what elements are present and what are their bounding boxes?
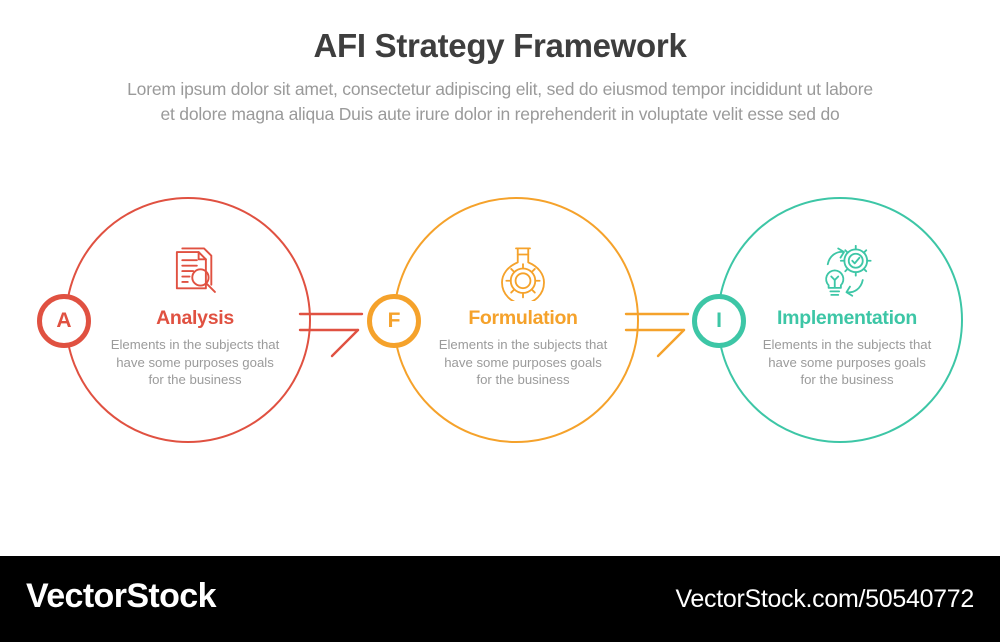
- desc-line-2: have some purposes goals: [768, 354, 926, 370]
- stage-badge-f-letter: F: [387, 309, 401, 332]
- desc-line-3: for the business: [476, 372, 570, 387]
- stage-description-implementation: Elements in the subjects that have some …: [741, 336, 953, 389]
- stage-description-formulation: Elements in the subjects that have some …: [417, 336, 629, 389]
- document-search-icon: [89, 235, 301, 301]
- vectorstock-url: VectorStock.com/50540772: [675, 585, 974, 613]
- subtitle-line-2: et dolore magna aliqua Duis aute irure d…: [160, 104, 840, 124]
- arrow-formulation-to-implementation: [622, 296, 698, 371]
- stage-circle-analysis[interactable]: Analysis Elements in the subjects that h…: [65, 197, 311, 443]
- stage-content-analysis: Analysis Elements in the subjects that h…: [89, 235, 301, 389]
- stage-badge-a[interactable]: A: [37, 294, 91, 348]
- arrow-analysis-to-formulation: [296, 296, 372, 371]
- stage-badge-f[interactable]: F: [367, 294, 421, 348]
- stage-title-analysis: Analysis: [156, 307, 234, 329]
- stage-content-formulation: Formulation Elements in the subjects tha…: [417, 235, 629, 389]
- diagram-stage: Analysis Elements in the subjects that h…: [37, 197, 963, 443]
- desc-line-1: Elements in the subjects that: [110, 337, 280, 352]
- vectorstock-logo: VectorStock: [26, 577, 217, 615]
- stage-badge-a-letter: A: [56, 309, 72, 332]
- stage-content-implementation: Implementation Elements in the subjects …: [741, 235, 953, 389]
- stage-circle-formulation[interactable]: Formulation Elements in the subjects tha…: [393, 197, 639, 443]
- stage-title-formulation: Formulation: [468, 307, 578, 329]
- desc-line-2: have some purposes goals: [444, 354, 602, 370]
- page-title: AFI Strategy Framework: [313, 27, 687, 64]
- page-subtitle: Lorem ipsum dolor sit amet, consectetur …: [0, 65, 1000, 127]
- lightbulb-gear-cycle-icon: [741, 235, 953, 301]
- stage-title-implementation: Implementation: [777, 307, 917, 329]
- desc-line-2: have some purposes goals: [116, 354, 274, 370]
- header: AFI Strategy Framework Lorem ipsum dolor…: [0, 0, 1000, 127]
- stage-description-analysis: Elements in the subjects that have some …: [89, 336, 301, 389]
- stage-badge-i-letter: I: [716, 309, 722, 332]
- flask-gear-icon: [417, 235, 629, 301]
- footer-watermark-bar: VectorStock VectorStock.com/50540772: [0, 556, 1000, 642]
- desc-line-1: Elements in the subjects that: [438, 337, 608, 352]
- subtitle-line-1: Lorem ipsum dolor sit amet, consectetur …: [127, 79, 873, 99]
- stage-circle-implementation[interactable]: Implementation Elements in the subjects …: [717, 197, 963, 443]
- desc-line-3: for the business: [800, 372, 894, 387]
- desc-line-3: for the business: [148, 372, 242, 387]
- stage-badge-i[interactable]: I: [692, 294, 746, 348]
- desc-line-1: Elements in the subjects that: [762, 337, 932, 352]
